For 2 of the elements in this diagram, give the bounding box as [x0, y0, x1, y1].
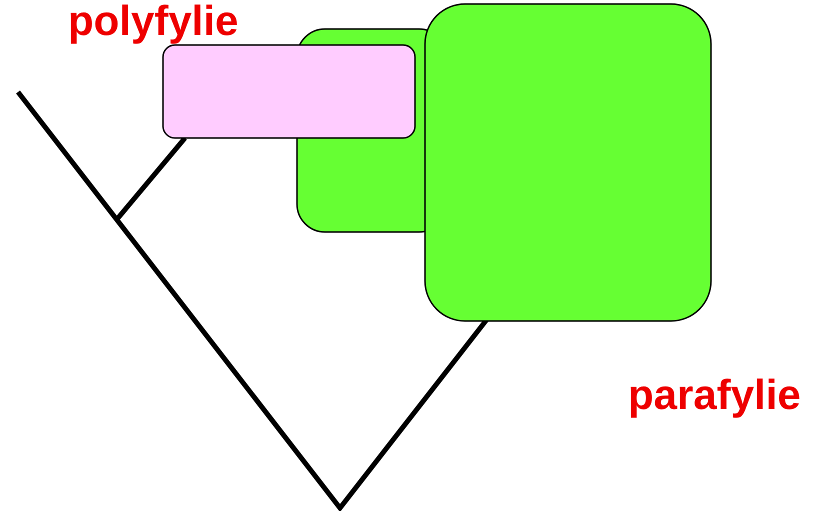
group-label: polyfylie: [68, 0, 238, 42]
group-label: parafylie: [628, 374, 801, 416]
